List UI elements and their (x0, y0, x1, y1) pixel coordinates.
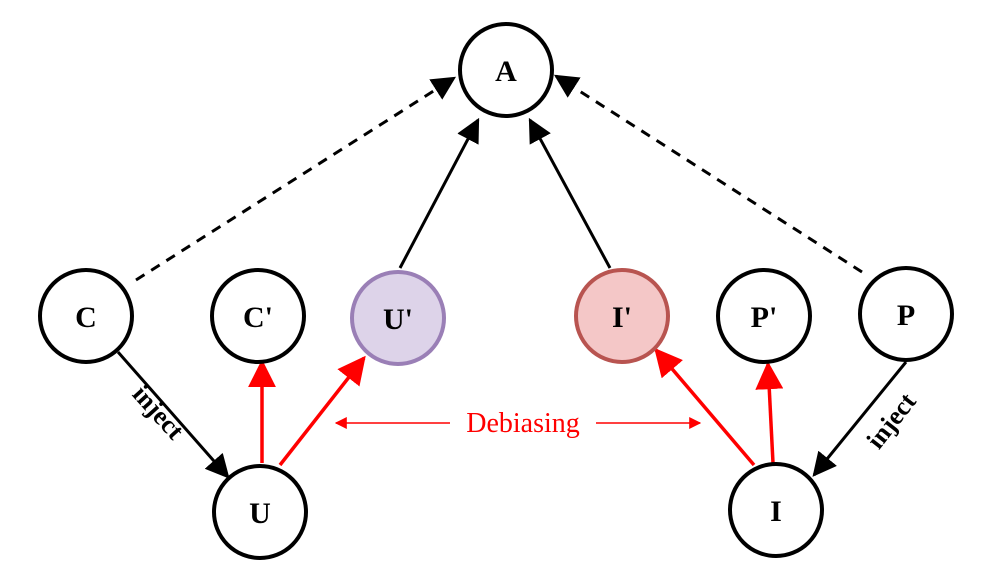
edge-u-to-uprime (278, 355, 366, 467)
node-a-label: A (495, 55, 517, 88)
node-i-label: I (770, 495, 782, 528)
inject-label-left: inject (127, 380, 190, 446)
node-p-prime-label: P' (751, 301, 778, 334)
edges (116, 74, 908, 479)
edge-c-to-a (135, 76, 457, 282)
edge-p-to-i (812, 361, 908, 477)
node-u-prime: U' (350, 270, 446, 366)
node-c-prime-label: C' (243, 301, 273, 334)
node-u-label: U (249, 497, 271, 530)
edge-uprime-to-a (398, 117, 480, 269)
node-p-prime: P' (716, 268, 812, 364)
edge-iprime-to-a (528, 117, 612, 269)
node-p: P (858, 266, 954, 362)
node-a: A (458, 22, 554, 118)
inject-label-right: inject (861, 387, 922, 454)
node-u-prime-label: U' (383, 303, 413, 336)
node-p-label: P (897, 299, 915, 332)
edge-i-to-iprime (654, 347, 756, 467)
node-c-label: C (75, 301, 97, 334)
node-i-prime-label: I' (612, 301, 632, 334)
edge-p-to-a (553, 74, 863, 274)
edge-i-to-pprime (755, 361, 784, 464)
edge-c-to-u (116, 351, 230, 479)
node-u: U (212, 464, 308, 560)
node-i-prime: I' (574, 268, 670, 364)
node-i: I (728, 462, 824, 558)
node-c-prime: C' (210, 268, 306, 364)
debiasing-label: Debiasing (466, 408, 580, 439)
node-c: C (38, 268, 134, 364)
